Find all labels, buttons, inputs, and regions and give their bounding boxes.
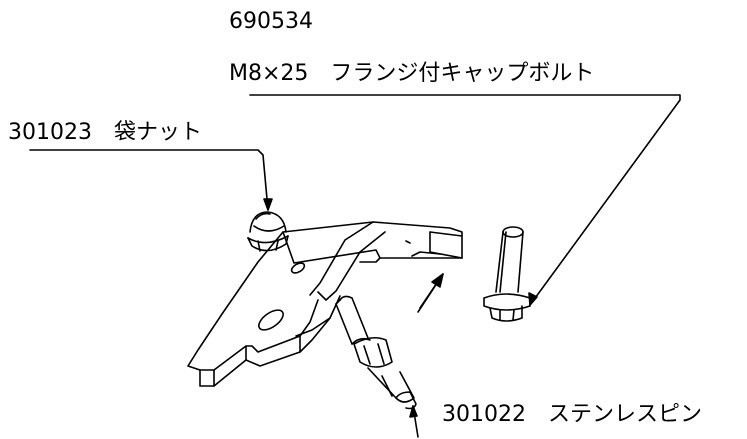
- assembly-arrow: [417, 273, 444, 313]
- bolt-description: M8×25 フランジ付キャップボルト: [229, 61, 595, 86]
- bracket-plate: [187, 221, 463, 387]
- flange-cap-bolt: [483, 226, 531, 322]
- leader-pin: [409, 405, 419, 438]
- stainless-pin: [335, 295, 417, 410]
- stainless-pin-label: 301022 ステンレスピン: [442, 402, 702, 427]
- leader-bolt: [249, 94, 681, 306]
- cap-nut-label: 301023 袋ナット: [8, 120, 202, 145]
- bolt-part-number: 690534: [229, 9, 313, 34]
- leader-nut: [29, 149, 273, 211]
- cap-nut: [247, 211, 289, 252]
